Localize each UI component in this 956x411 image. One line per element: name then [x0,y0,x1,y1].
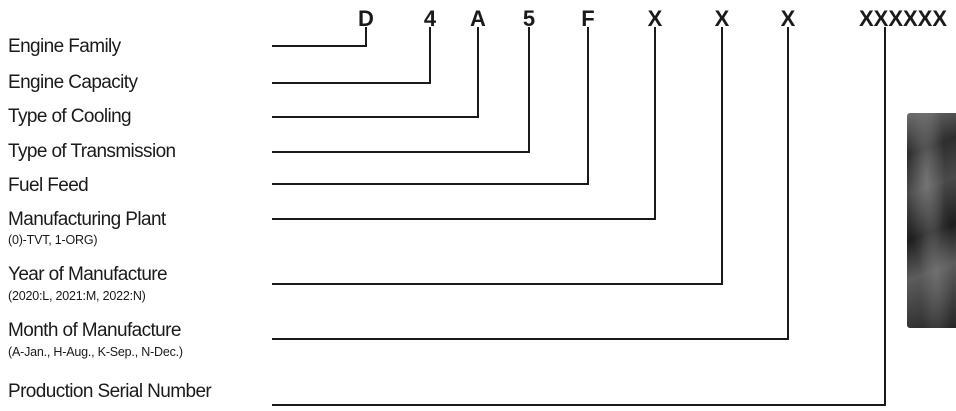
code-char-year: X [714,6,730,31]
leader-line-engine-family [272,27,367,47]
code-serial-number: XXXXXX [858,6,948,31]
code-char-transmission: 5 [522,6,536,31]
leader-line-manufacturing-plant [272,27,656,220]
code-char-plant: X [647,6,663,31]
code-char-engine-family: D [358,6,374,31]
leader-line-engine-capacity [272,27,431,84]
leader-line-fuel-feed [272,27,589,185]
field-note-year-of-manufacture: (2020:L, 2021:M, 2022:N) [8,289,146,303]
field-label-fuel-feed: Fuel Feed [8,175,89,196]
field-label-year-of-manufacture: Year of Manufacture [8,264,168,285]
field-label-manufacturing-plant: Manufacturing Plant [8,209,166,230]
field-label-engine-capacity: Engine Capacity [8,72,138,93]
code-char-fuel-feed: F [581,6,595,31]
field-label-type-of-transmission: Type of Transmission [8,141,176,162]
field-label-month-of-manufacture: Month of Manufacture [8,320,181,341]
code-char-cooling: A [470,6,486,31]
leader-line-production-serial-number [272,27,886,406]
leader-line-month-of-manufacture [272,27,789,340]
field-label-production-serial-number: Production Serial Number [8,381,212,402]
leader-line-type-of-cooling [272,27,479,118]
field-label-engine-family: Engine Family [8,36,121,57]
field-note-manufacturing-plant: (0)-TVT, 1-ORG) [8,233,98,247]
code-char-engine-capacity: 4 [423,6,437,31]
engine-photo [907,113,956,328]
code-char-month: X [780,6,796,31]
field-note-month-of-manufacture: (A-Jan., H-Aug., K-Sep., N-Dec.) [8,345,183,359]
leader-line-type-of-transmission [272,27,530,153]
leader-line-year-of-manufacture [272,27,723,285]
field-label-type-of-cooling: Type of Cooling [8,106,132,127]
